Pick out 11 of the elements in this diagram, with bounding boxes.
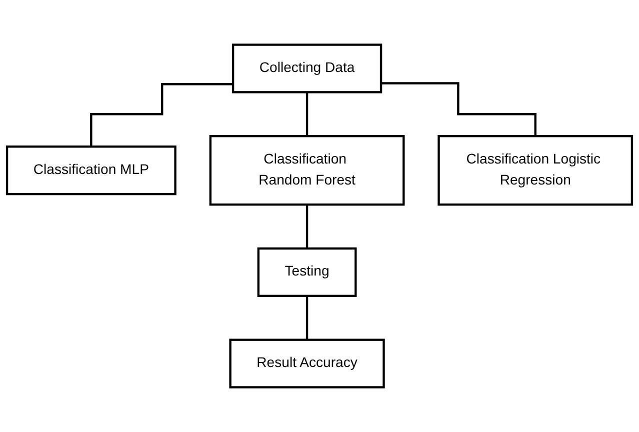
node-box: Collecting Data — [232, 44, 382, 94]
node-box: Classification Random Forest — [209, 134, 405, 206]
node-box: Result Accuracy — [229, 338, 385, 388]
connector — [90, 83, 234, 148]
node-box: Classification Logistic Regression — [438, 134, 634, 206]
node-box: Testing — [257, 247, 357, 298]
node-box: Classification MLP — [6, 146, 176, 196]
connector — [306, 203, 308, 250]
connector — [381, 82, 536, 138]
connector — [306, 91, 308, 138]
connector — [306, 294, 308, 341]
